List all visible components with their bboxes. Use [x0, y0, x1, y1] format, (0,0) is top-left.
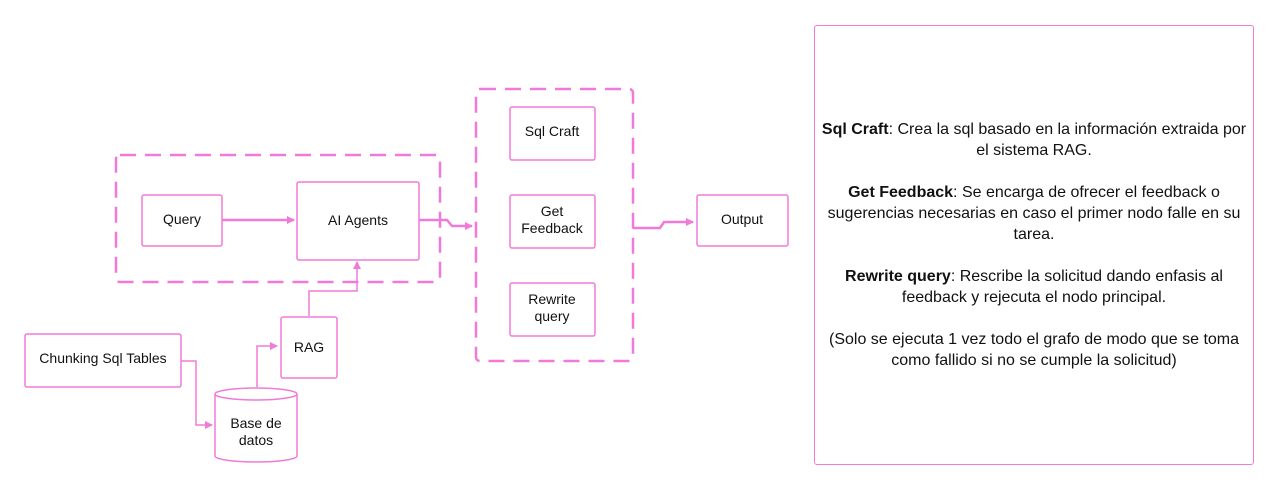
note-text: (Solo se ejecuta 1 vez todo el grafo de …: [828, 331, 1240, 369]
agent-group-container: [114, 153, 442, 284]
rag-node: RAG: [280, 316, 338, 379]
note-term: Rewrite query: [845, 268, 951, 285]
query-label: Query: [163, 211, 201, 227]
note-get-feedback: Get Feedback: Se encarga de ofrecer el f…: [821, 182, 1247, 245]
output-label: Output: [721, 211, 763, 227]
get-feedback-label-line-2: Feedback: [521, 220, 583, 236]
chunking-sql-tables-node: Chunking Sql Tables: [24, 333, 182, 388]
note-text: : Rescribe la solicitud dando enfasis al…: [901, 268, 1223, 306]
note-rewrite-query: Rewrite query: Rescribe la solicitud dan…: [821, 266, 1247, 308]
rag-to-agents-arrow: [308, 261, 361, 316]
tools-group-container: [474, 87, 635, 363]
chunking-to-database-arrow: [181, 360, 213, 429]
note-term: Get Feedback: [848, 184, 954, 201]
note-execution: (Solo se ejecuta 1 vez todo el grafo de …: [821, 329, 1247, 371]
chunking-sql-tables-label: Chunking Sql Tables: [39, 350, 166, 366]
agents-to-tools-arrow: [419, 218, 473, 230]
database-label-line-2: datos: [239, 432, 273, 448]
sql-craft-label: Sql Craft: [525, 123, 580, 139]
database-cylinder: Base de datos: [214, 387, 298, 463]
output-node: Output: [696, 194, 789, 247]
rewrite-query-label-line-1: Rewrite: [528, 291, 576, 307]
get-feedback-node: Get Feedback: [509, 194, 596, 249]
note-text: : Se encarga de ofrecer el feedback o su…: [827, 184, 1241, 243]
note-text: : Crea la sql basado en la información e…: [888, 121, 1247, 159]
tools-to-output-arrow: [633, 218, 694, 230]
ai-agents-node: AI Agents: [296, 181, 420, 261]
get-feedback-label-line-1: Get: [541, 203, 564, 219]
sql-craft-node: Sql Craft: [509, 106, 596, 161]
note-term: Sql Craft: [821, 121, 889, 138]
rag-label: RAG: [294, 339, 324, 355]
rewrite-query-label-line-2: query: [534, 308, 569, 324]
database-to-rag-arrow: [256, 342, 278, 387]
query-node: Query: [141, 194, 223, 247]
database-label-line-1: Base de: [230, 415, 282, 431]
rewrite-query-node: Rewrite query: [509, 282, 596, 337]
workflow-diagram: Query AI Agents Sql Craft Get Feedback R…: [24, 87, 789, 463]
description-note: Sql Craft: Crea la sql basado en la info…: [814, 25, 1254, 465]
note-sql-craft: Sql Craft: Crea la sql basado en la info…: [821, 119, 1247, 161]
ai-agents-label: AI Agents: [328, 212, 388, 228]
